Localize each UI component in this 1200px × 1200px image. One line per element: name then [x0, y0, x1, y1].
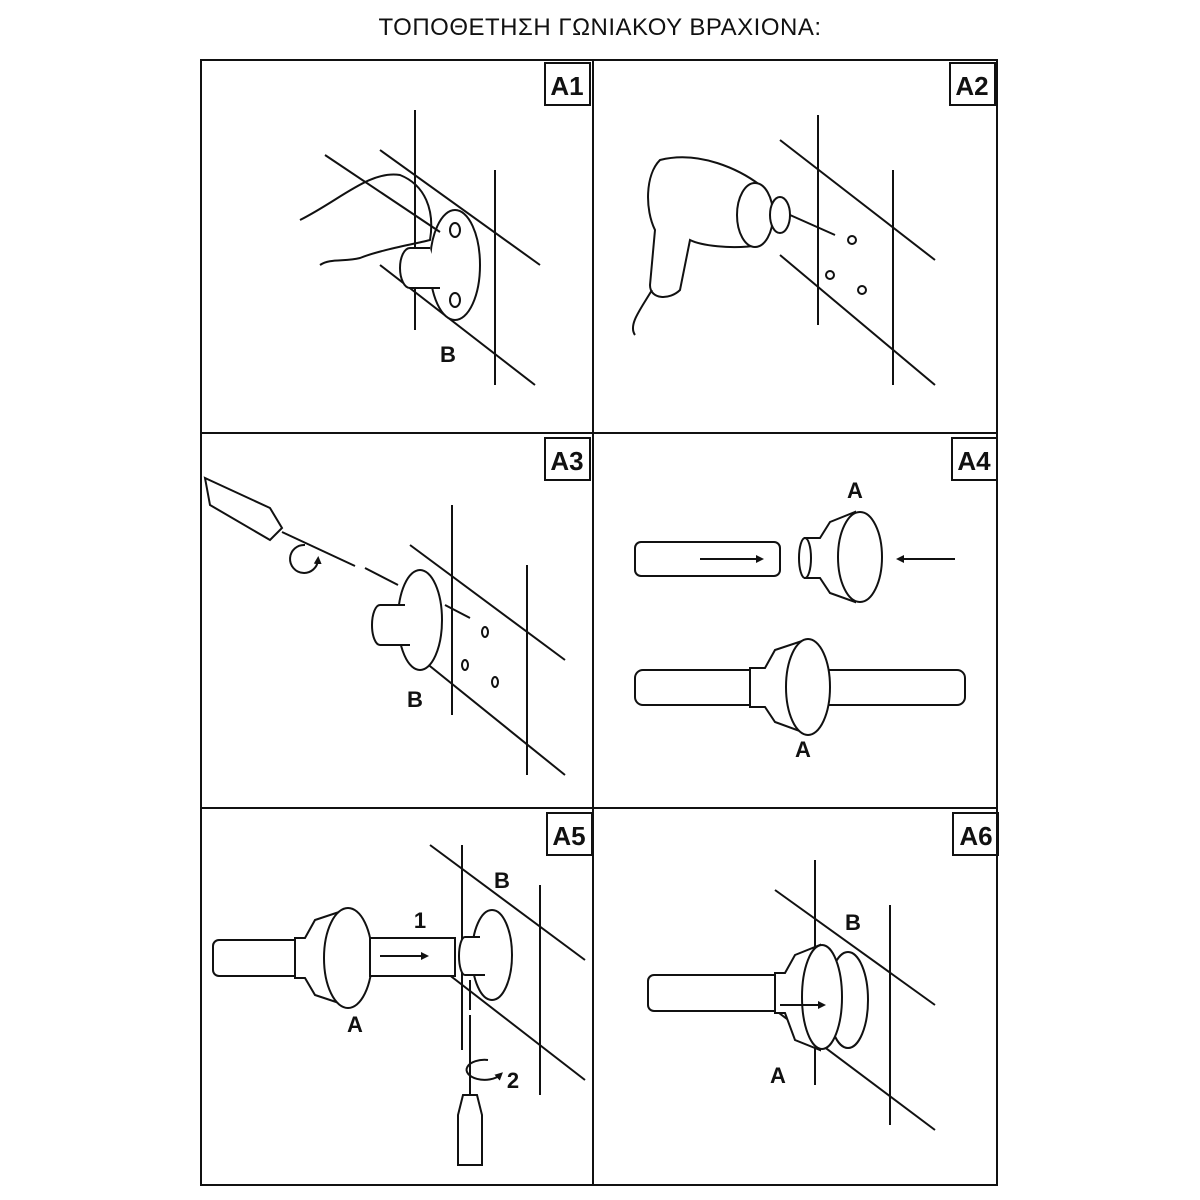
panel-label-a1: A1: [550, 71, 583, 101]
installed-bracket: [647, 943, 869, 1052]
panel-a6: A6 B A: [647, 812, 999, 1131]
assembled-bracket: [634, 638, 966, 736]
screwdriver-icon: [457, 1015, 483, 1166]
screwdriver-icon: [203, 476, 356, 567]
panel-label-a5: A5: [552, 821, 585, 851]
step-number-1: 1: [414, 908, 426, 933]
wall: [379, 110, 541, 386]
part-label-a: A: [770, 1063, 786, 1088]
part-label-b: B: [407, 687, 423, 712]
bracket-a: [212, 907, 456, 1009]
part-label-b: B: [845, 910, 861, 935]
part-label-a: A: [795, 737, 811, 762]
screw: [364, 567, 399, 586]
panel-a5: A5 B 1 A 2: [212, 812, 593, 1166]
panel-label-a2: A2: [955, 71, 988, 101]
panel-a4: A4 A A: [634, 437, 998, 762]
wall: [779, 115, 936, 386]
drill-holes: [461, 626, 499, 688]
part-label-b: B: [440, 342, 456, 367]
flange-b: [458, 909, 513, 1010]
panel-grid: [200, 59, 998, 1186]
step-number-2: 2: [507, 1068, 519, 1093]
part-label-a: A: [347, 1012, 363, 1037]
panel-a2: A2: [632, 62, 996, 386]
page-title: ΤΟΠΟΘΕΤΗΣΗ ΓΩΝΙΑΚΟΥ ΒΡΑΧΙΟΝΑ:: [378, 14, 822, 41]
drill-hole-marks: [825, 235, 867, 295]
rotate-arrow-icon: [289, 543, 322, 574]
flange-b: [371, 569, 471, 671]
panel-a3: A3 B: [203, 437, 591, 776]
panel-label-a6: A6: [959, 821, 992, 851]
end-cap-a: [798, 510, 883, 604]
wall: [409, 505, 566, 776]
part-label-a: A: [847, 478, 863, 503]
rotate-arrow-icon: [465, 1058, 503, 1081]
flange-b: [399, 209, 481, 321]
hand-with-pencil-icon: [299, 154, 441, 266]
panel-label-a4: A4: [957, 446, 991, 476]
panel-a1: A1 B: [299, 62, 591, 386]
panel-label-a3: A3: [550, 446, 583, 476]
part-label-b: B: [494, 868, 510, 893]
drill-icon: [632, 156, 836, 336]
